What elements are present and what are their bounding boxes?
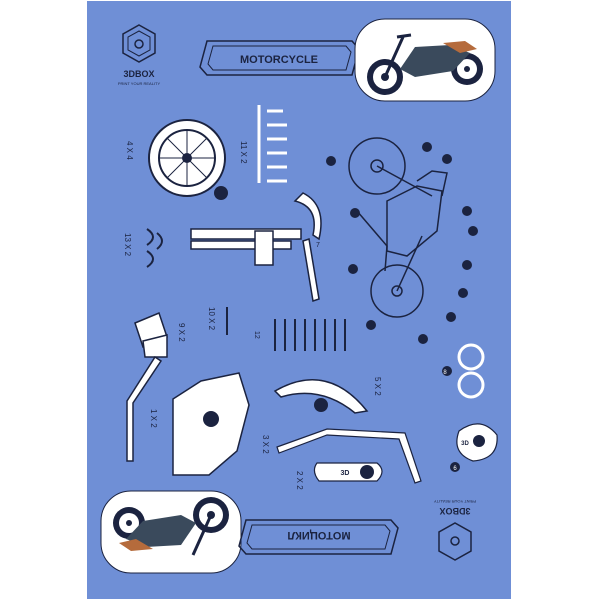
fender-piece [273, 379, 369, 414]
title-text: MOTORCYCLE [240, 54, 318, 66]
hexagon-icon [438, 522, 472, 561]
seat-token: 3D [313, 462, 383, 482]
seat-qty: 2 X 2 [295, 471, 304, 490]
svg-text:3D: 3D [341, 470, 350, 477]
brand-logo-bottom: 3DBOX PRINT YOUR REALITY [434, 499, 477, 561]
brand-tagline: PRINT YOUR REALITY [118, 81, 161, 86]
brand-logo-top: 3DBOX PRINT YOUR REALITY [118, 24, 161, 86]
title-banner-bottom: МОТОЦИКЛ [238, 519, 399, 555]
fork-piece [190, 192, 322, 302]
bars-qty: 11 X 2 [239, 141, 248, 164]
svg-text:6: 6 [453, 466, 457, 472]
parts-layout: 3DBOX PRINT YOUR REALITY MOTORCYCLE 11 X… [100, 18, 498, 574]
title-text-bottom: МОТОЦИКЛ [287, 529, 350, 541]
motorcycle-sticker-top [354, 18, 496, 102]
svg-text:3DBOX: 3DBOX [439, 506, 470, 516]
wheel-piece [148, 119, 226, 197]
hexagon-icon [122, 24, 156, 63]
motorcycle-sticker-bottom [100, 490, 242, 574]
seat-plate-piece [172, 372, 250, 476]
washers [442, 343, 485, 399]
springs-qty: 13 X 2 [123, 233, 132, 257]
bars-piece [257, 105, 287, 183]
rod-qty: 3 X 2 [261, 435, 270, 454]
ladder-piece [274, 319, 346, 351]
springs-piece [146, 228, 163, 268]
connector-dot [214, 186, 228, 200]
assembly-callouts [326, 142, 478, 344]
exhaust-qty: 1 X 2 [149, 409, 158, 428]
hexagon-inner-icon [127, 30, 151, 57]
token-6-piece: 3D 6 [450, 423, 498, 472]
bracket-qty: 9 X 2 [177, 323, 186, 342]
bracket-piece [126, 311, 168, 462]
gear-icon [450, 536, 460, 546]
svg-text:3D: 3D [461, 441, 469, 447]
piece-12-label: 12 [253, 331, 260, 339]
rod-piece [276, 428, 422, 484]
assembly-diagram [348, 137, 448, 318]
fender-qty: 5 X 2 [373, 377, 382, 396]
token-8: 8 [443, 370, 447, 376]
piece-7-label: 7 [316, 242, 320, 249]
sticker-sheet: 3DBOX PRINT YOUR REALITY MOTORCYCLE 11 X… [87, 1, 511, 599]
gear-icon [134, 39, 144, 49]
title-banner-top: MOTORCYCLE [199, 40, 360, 76]
brand-name: 3DBOX [123, 69, 154, 79]
wheel-qty: 4 X 4 [125, 141, 134, 160]
piece-10-qty: 10 X 2 [207, 307, 216, 331]
svg-text:PRINT YOUR REALITY: PRINT YOUR REALITY [434, 499, 477, 504]
